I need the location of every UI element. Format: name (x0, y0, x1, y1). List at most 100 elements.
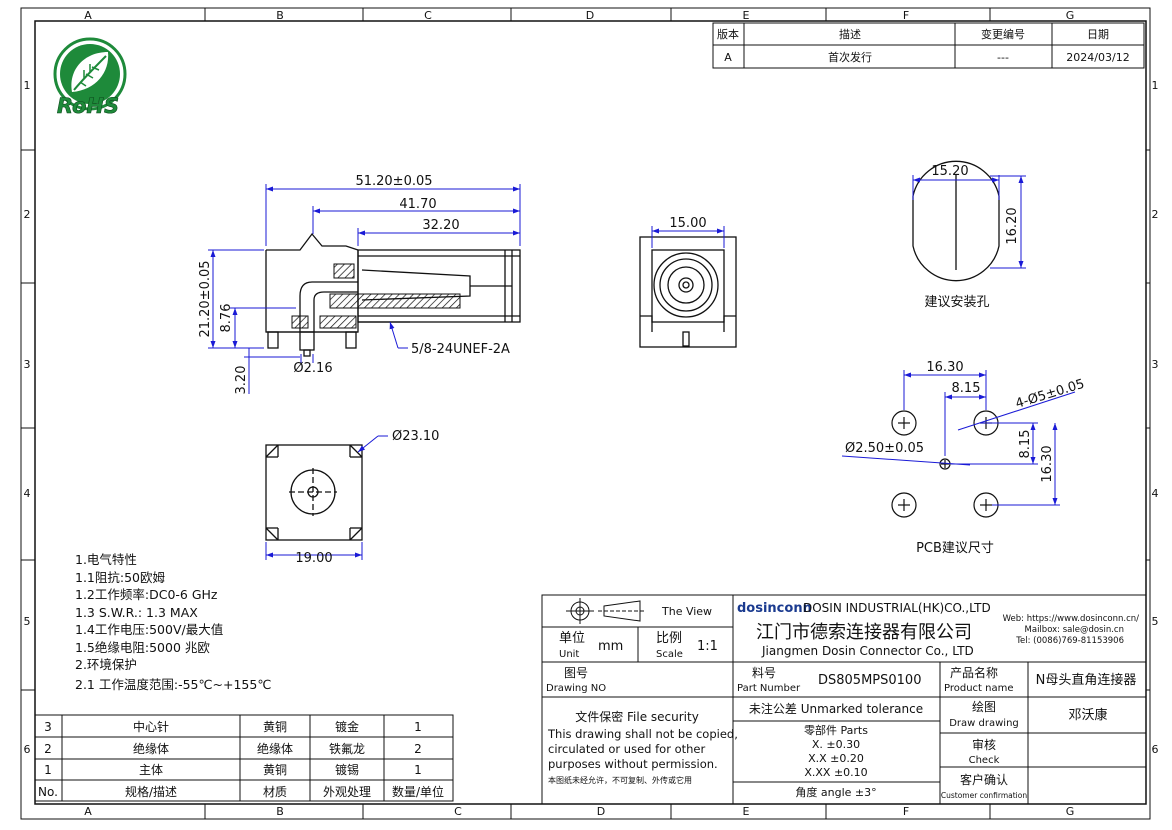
bom-cell: 2 (414, 742, 422, 756)
dim-leg-length: 3.20 (234, 366, 249, 395)
security-line: 本图纸未经允许，不可复制、外传或它用 (548, 775, 692, 785)
frame-zone-labels: A B C D E F G A B C D E F G 1 2 3 4 5 6 … (24, 9, 1159, 818)
dim-pcb-width: 16.30 (926, 360, 963, 375)
security-line: This drawing shall not be copied, (547, 727, 738, 741)
security-line: purposes without permission. (548, 757, 718, 771)
note-line: 2.环境保护 (75, 657, 137, 672)
zone-col-e: E (743, 9, 750, 22)
bom-cell: 1 (414, 763, 422, 777)
rev-header-change: 变更编号 (981, 27, 1025, 41)
product-name-label-cn: 产品名称 (950, 665, 998, 680)
mount-hole-view: 15.20 16.20 建议安装孔 (912, 160, 1026, 310)
pcb-layout-view: 16.30 8.15 4-Ø5±0.05 Ø2.50±0.05 8.15 16.… (841, 360, 1087, 556)
zone-row-3: 3 (24, 358, 31, 371)
dim-mid-length: 41.70 (399, 197, 436, 212)
note-line: 1.2工作频率:DC0-6 GHz (75, 587, 218, 602)
pcb-center-hole-spec: Ø2.50±0.05 (845, 441, 924, 456)
unit-label-cn: 单位 (559, 631, 585, 646)
note-line: 1.电气特性 (75, 552, 137, 567)
tolerance-line: X.X ±0.20 (808, 752, 864, 765)
bom-cell: 绝缘体 (257, 741, 293, 756)
rohs-logo-text: RoHS (57, 94, 119, 118)
dim-pin-height: 8.76 (219, 304, 234, 333)
part-number-value: DS805MPS0100 (818, 673, 921, 688)
zone-col-e-bottom: E (743, 805, 750, 818)
check-label-en: Check (969, 755, 1000, 766)
check-label-cn: 审核 (972, 737, 996, 752)
angle-tolerance: 角度 angle ±3° (795, 785, 876, 799)
bom-cell: 铁氟龙 (329, 742, 365, 756)
bom-cell: 镀锡 (335, 762, 359, 777)
zone-col-a-bottom: A (84, 805, 92, 818)
rev-header-date: 日期 (1087, 28, 1109, 41)
tolerance-title: 未注公差 Unmarked tolerance (749, 701, 923, 716)
rev-change: --- (997, 51, 1009, 64)
parts-title: 零部件 Parts (804, 723, 868, 737)
product-name-value: N母头直角连接器 (1036, 672, 1137, 688)
company-web: Web: https://www.dosinconn.cn/ (1003, 614, 1140, 624)
zone-col-f: F (903, 9, 909, 22)
mount-hole-caption: 建议安装孔 (924, 295, 989, 310)
unit-label-en: Unit (559, 649, 579, 660)
note-line: 1.1阻抗:50欧姆 (75, 570, 165, 585)
bom-cell: 3 (44, 720, 52, 734)
dim-front-width: 15.00 (669, 216, 706, 231)
dim-height: 21.20±0.05 (198, 260, 213, 337)
bom-header-cell: 数量/单位 (392, 784, 444, 799)
bom-cell: 1 (414, 720, 422, 734)
note-line: 1.3 S.W.R.: 1.3 MAX (75, 605, 198, 620)
customer-label-en: Customer confirmation (941, 791, 1027, 800)
security-title: 文件保密 File security (575, 709, 699, 724)
zone-col-f-bottom: F (903, 805, 909, 818)
security-line: circulated or used for other (548, 742, 705, 756)
zone-col-c: C (424, 9, 432, 22)
title-block: The View 单位 Unit mm 比例 Scale 1:1 图号 Draw… (541, 594, 1147, 805)
zone-col-g-bottom: G (1066, 805, 1075, 818)
zone-row-2-right: 2 (1152, 208, 1159, 221)
customer-label-cn: 客户确认 (960, 772, 1008, 787)
zone-row-4: 4 (24, 487, 31, 500)
pcb-hole-spec: 4-Ø5±0.05 (1014, 377, 1087, 412)
drawing-no-label-en: Drawing NO (546, 683, 606, 694)
scale-label-cn: 比例 (656, 631, 682, 646)
dim-pcb-half-height: 8.15 (1018, 430, 1033, 459)
bom-cell: 中心针 (133, 719, 169, 734)
zone-row-6-right: 6 (1152, 743, 1159, 756)
bom-header-cell: 材质 (263, 785, 287, 799)
bom-cell: 黄铜 (263, 719, 287, 734)
rev-header-desc: 描述 (839, 27, 861, 41)
part-number-label-en: Part Number (737, 683, 801, 694)
draw-value: 邓沃康 (1068, 707, 1107, 723)
company-name-cn: 江门市德索连接器有限公司 (756, 622, 972, 643)
note-line: 1.5绝缘电阻:5000 兆欧 (75, 640, 210, 655)
company-tel: Tel: (0086)769-81153906 (1015, 636, 1124, 646)
draw-label-cn: 绘图 (972, 699, 996, 714)
zone-row-1-right: 1 (1152, 79, 1159, 92)
pcb-caption: PCB建议尺寸 (916, 541, 994, 556)
scale-label-en: Scale (656, 649, 683, 660)
unit-value: mm (598, 639, 623, 654)
bom-table: 3 中心针 黄铜 镀金 1 2 绝缘体 绝缘体 铁氟龙 2 1 主体 黄铜 镀锡… (34, 714, 454, 802)
rev-ver: A (724, 51, 732, 64)
dim-hole-height: 16.20 (1005, 207, 1020, 244)
dim-bottom-width: 19.00 (295, 551, 332, 566)
zone-row-4-right: 4 (1152, 487, 1159, 500)
zone-row-3-right: 3 (1152, 358, 1159, 371)
bom-header-cell: 规格/描述 (125, 784, 177, 799)
bom-cell: 2 (44, 742, 52, 756)
revision-table: 版本 描述 变更编号 日期 A 首次发行 --- 2024/03/12 (712, 22, 1145, 69)
bottom-view: 19.00 Ø23.10 (265, 429, 439, 566)
front-view: 15.00 (639, 216, 737, 348)
note-line: 1.4工作电压:500V/最大值 (75, 622, 223, 637)
zone-row-1: 1 (24, 79, 31, 92)
dim-short-length: 32.20 (422, 218, 459, 233)
dim-pcb-half-width: 8.15 (952, 381, 981, 396)
drawing-no-label-cn: 图号 (564, 666, 588, 680)
thread-spec: 5/8-24UNEF-2A (411, 342, 510, 357)
bom-header-cell: 外观处理 (323, 785, 371, 799)
rev-header-ver: 版本 (717, 27, 739, 41)
rev-desc: 首次发行 (828, 50, 872, 64)
zone-col-d: D (586, 9, 594, 22)
company-name-en-2: Jiangmen Dosin Connector Co., LTD (761, 644, 974, 658)
